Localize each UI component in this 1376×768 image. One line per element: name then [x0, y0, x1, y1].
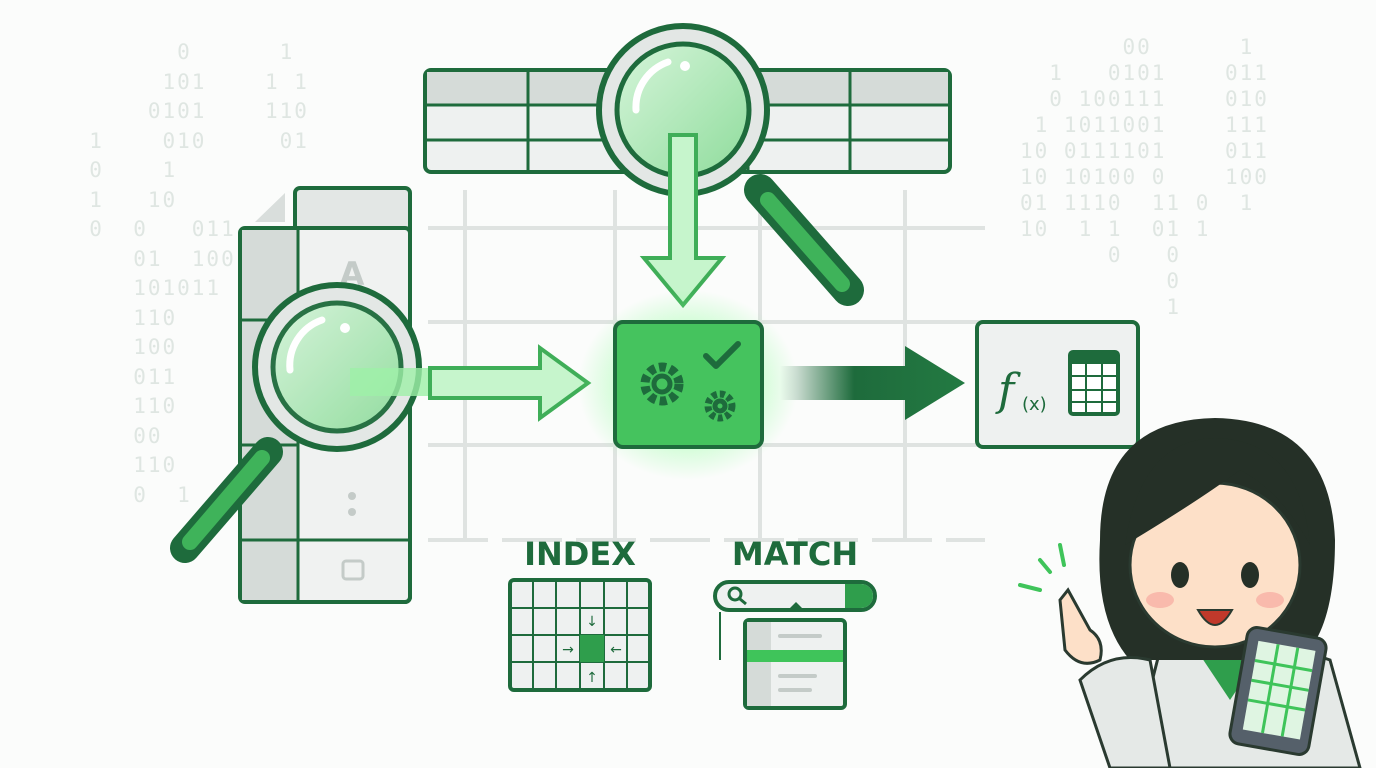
gear-icon — [640, 362, 736, 422]
tablet-icon — [1228, 626, 1328, 756]
function-args: (x) — [1022, 394, 1047, 415]
check-icon — [703, 341, 741, 369]
svg-text:→: → — [562, 642, 574, 658]
svg-text:←: ← — [610, 642, 622, 658]
index-grid-icon: ↓ ↑ → ← — [508, 578, 652, 692]
spreadsheet-icon — [1068, 350, 1120, 416]
search-icon — [727, 586, 743, 602]
match-label: MATCH — [732, 535, 858, 573]
arrow-icon-right-dark — [780, 346, 965, 420]
svg-text:↑: ↑ — [586, 670, 598, 686]
match-search-icon — [713, 580, 877, 710]
binary-pattern-left: 0 1 101 1 1 0101 110 1 010 01 0 1 1 10 0… — [89, 40, 309, 507]
magnifier-icon-top — [596, 23, 864, 306]
function-result-box: f (x) — [975, 320, 1140, 449]
arrow-icon-right-light — [350, 344, 592, 422]
processing-box — [578, 290, 798, 480]
binary-pattern-right: 00 1 1 0101 011 0 100111 010 1 1011001 1… — [1020, 35, 1269, 319]
svg-text:↓: ↓ — [586, 614, 598, 630]
character-woman-pointing — [1018, 418, 1362, 768]
arrow-icon-down-light — [639, 133, 727, 309]
magnifier-icon-left — [170, 282, 422, 563]
index-label: INDEX — [524, 535, 636, 573]
